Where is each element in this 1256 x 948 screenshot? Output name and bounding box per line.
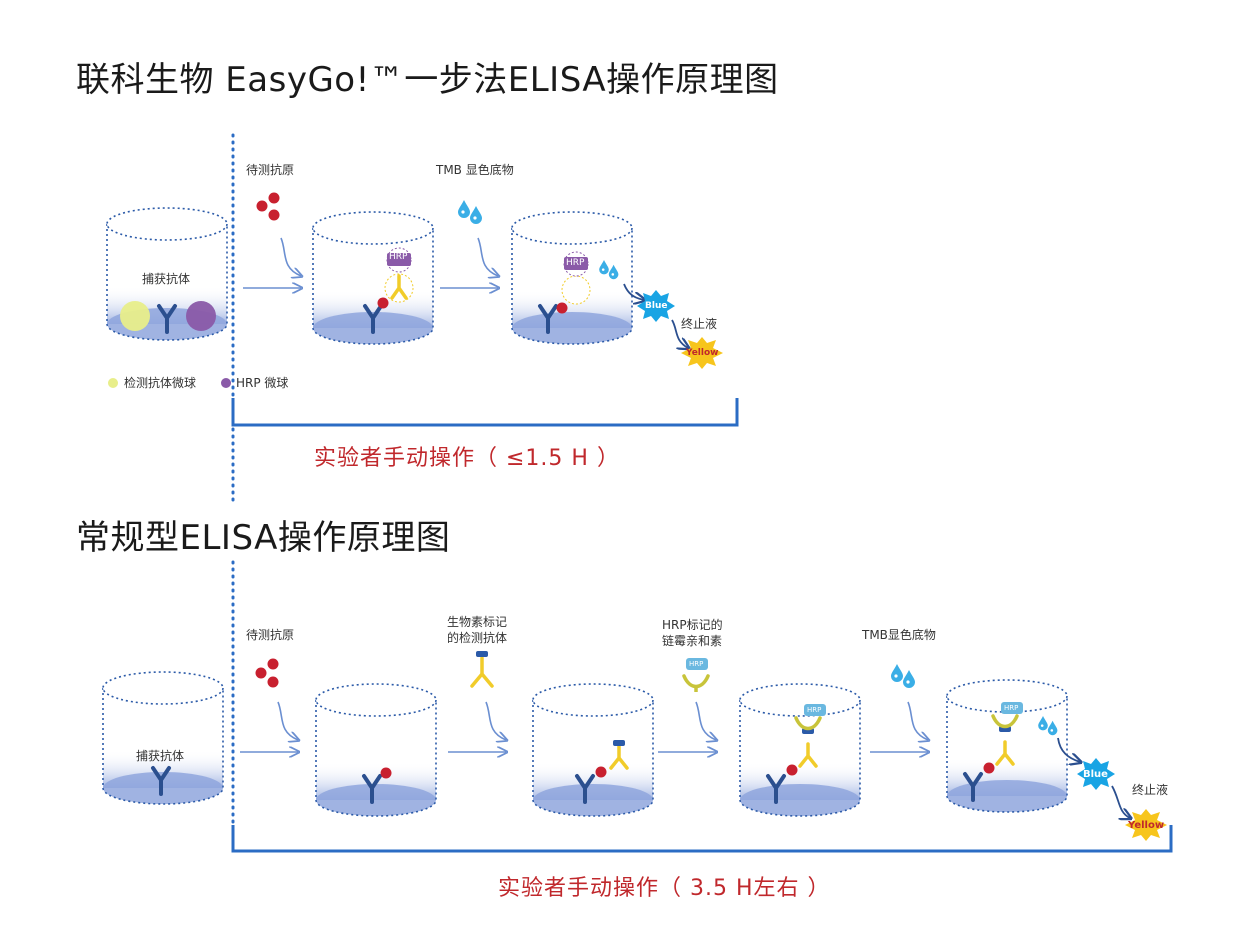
bottom-hrp-icon-tag: HRP [689, 660, 704, 668]
top-antigen-label: 待测抗原 [246, 163, 295, 177]
top-well-2 [312, 211, 434, 345]
legend-detect-dot [108, 378, 118, 388]
top-tmb-label: TMB 显色底物 [436, 163, 514, 177]
bottom-arrow-to-yellow [1111, 785, 1130, 818]
top-arrow-to-yellow [671, 319, 688, 348]
top-well-3 [511, 211, 633, 345]
bottom-stop-solution-label: 终止液 [1132, 783, 1169, 797]
top-hrp-tag-2: HRP [566, 258, 585, 268]
bottom-biotin-antibody-icon [470, 651, 494, 688]
top-step-arrow-1 [243, 238, 301, 288]
top-hrp-tag-1: HRP [389, 252, 408, 262]
legend-hrp-dot [221, 378, 231, 388]
bottom-hrp-strep-label-1: HRP标记的 [662, 618, 723, 632]
bottom-antigen-label: 待测抗原 [246, 628, 295, 642]
top-time-bracket [231, 398, 739, 427]
top-time-label: 实验者手动操作（ ≤1.5 H ） [314, 446, 620, 471]
bottom-hrp-streptavidin-icon [682, 658, 710, 692]
bottom-well-capture [102, 671, 224, 805]
top-arrow-to-blue [623, 283, 644, 300]
top-step-arrow-2 [440, 238, 498, 288]
bottom-diagram-title: 常规型ELISA操作原理图 [76, 518, 451, 558]
legend-hrp-label: HRP 微球 [236, 376, 289, 390]
bottom-time-label: 实验者手动操作（ 3.5 H左右 ） [498, 876, 831, 901]
top-capture-antibody-label: 捕获抗体 [142, 272, 191, 286]
legend-detect-label: 检测抗体微球 [124, 376, 197, 390]
bottom-yellow-label: Yellow [1128, 820, 1165, 831]
top-yellow-label: Yellow [686, 348, 719, 358]
bottom-blue-label: Blue [1083, 769, 1108, 780]
bottom-capture-antibody-label: 捕获抗体 [136, 749, 185, 763]
bottom-tmb-drops-icon [891, 664, 915, 688]
bottom-step-arrow-1 [240, 702, 298, 752]
bottom-biotin-label-1: 生物素标记 [447, 615, 508, 629]
bottom-well-2 [315, 683, 437, 817]
bottom-hrp-tag-well5: HRP [1004, 704, 1019, 712]
top-well-capture [106, 207, 228, 341]
bottom-tmb-label: TMB显色底物 [862, 628, 936, 642]
bottom-arrow-to-blue [1057, 737, 1080, 762]
bottom-step-arrow-4 [870, 702, 928, 752]
bottom-time-bracket [231, 825, 1173, 853]
bottom-biotin-label-2: 的检测抗体 [447, 631, 508, 645]
bottom-antigen-icon [255, 658, 279, 688]
bottom-well-4 [739, 683, 861, 817]
bottom-well-5 [946, 679, 1068, 813]
bottom-step-arrow-3 [658, 702, 716, 752]
top-diagram-title: 联科生物 EasyGo!™一步法ELISA操作原理图 [76, 60, 779, 100]
bottom-hrp-tag-well4: HRP [807, 706, 822, 714]
bottom-step-arrow-2 [448, 702, 506, 752]
top-tmb-drops-icon [458, 200, 482, 224]
top-blue-label: Blue [645, 301, 668, 311]
bottom-well-3 [532, 683, 654, 817]
top-antigen-icon [256, 192, 280, 221]
bottom-hrp-strep-label-2: 链霉亲和素 [662, 634, 723, 648]
top-stop-solution-label: 终止液 [681, 317, 718, 331]
